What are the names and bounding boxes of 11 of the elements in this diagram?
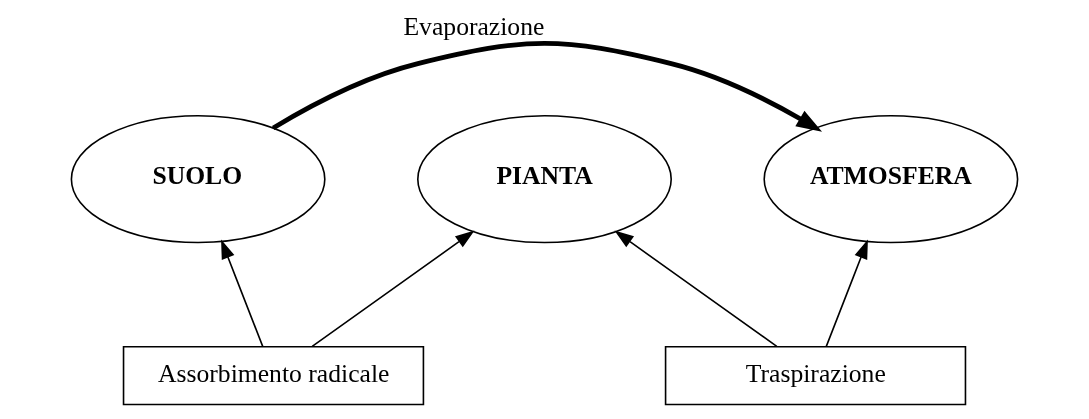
node-box: Assorbimento radicale — [122, 345, 425, 406]
node-ellipse: ATMOSFERA — [763, 115, 1019, 244]
arrow — [825, 239, 868, 348]
node-box: Traspirazione — [664, 345, 967, 406]
arrow — [272, 41, 823, 132]
node-ellipse: PIANTA — [417, 115, 672, 244]
arrow — [614, 230, 778, 348]
arrow — [311, 230, 475, 348]
edge-label: Evaporazione — [403, 12, 545, 42]
arrow — [221, 239, 264, 348]
node-ellipse: SUOLO — [70, 115, 326, 244]
